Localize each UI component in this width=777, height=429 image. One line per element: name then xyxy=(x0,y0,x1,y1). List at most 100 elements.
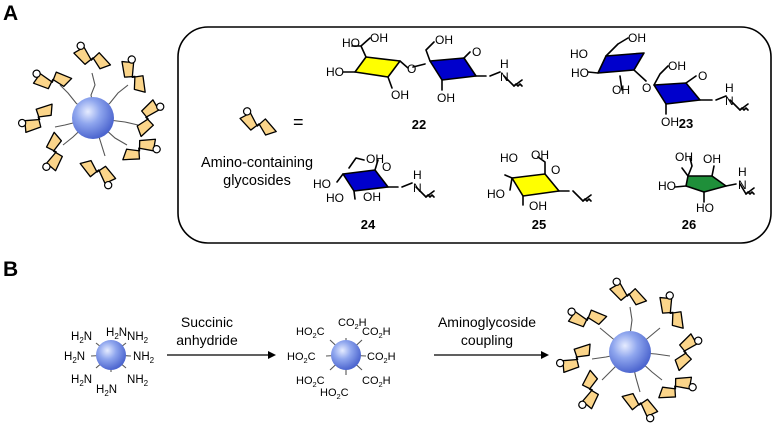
svg-text:NH2: NH2 xyxy=(133,351,155,365)
svg-text:OH: OH xyxy=(370,31,388,45)
svg-text:O: O xyxy=(698,69,707,83)
svg-text:N: N xyxy=(500,70,509,84)
svg-text:HO: HO xyxy=(571,66,589,80)
svg-text:HO: HO xyxy=(326,191,344,205)
glycoside-icon xyxy=(29,130,74,177)
svg-text:HO: HO xyxy=(313,177,331,191)
svg-text:OH: OH xyxy=(437,91,455,105)
svg-text:H: H xyxy=(500,57,509,71)
svg-text:O: O xyxy=(551,163,560,177)
glycoside-icon xyxy=(79,157,118,192)
svg-text:OH: OH xyxy=(531,148,549,162)
decorated-nanoparticle-a xyxy=(15,37,169,192)
nanoparticle xyxy=(331,340,361,370)
glycoside-legend: = Amino-containing glycosides xyxy=(201,103,313,189)
compound-label-22: 22 xyxy=(412,117,426,132)
svg-text:OH: OH xyxy=(363,190,381,204)
decorated-nanoparticle-b xyxy=(553,273,707,425)
equals-sign: = xyxy=(293,112,304,132)
svg-text:N: N xyxy=(413,181,422,195)
svg-text:H2N: H2N xyxy=(71,331,92,345)
glycoside-icon xyxy=(621,390,660,425)
amine-nanoparticle: H2N H2N NH2 H2N NH2 H2N NH2 H2N xyxy=(64,327,155,398)
svg-text:CO2H: CO2H xyxy=(367,351,396,365)
svg-text:HO2C: HO2C xyxy=(296,326,325,340)
svg-text:H2N: H2N xyxy=(106,327,127,341)
carboxyl-nanoparticle: CO2H HO2C CO2H HO2C CO2H HO2C CO2H HO2C xyxy=(287,317,396,401)
svg-text:OH: OH xyxy=(661,115,679,129)
svg-text:CO2H: CO2H xyxy=(338,317,367,331)
svg-text:N: N xyxy=(738,178,747,192)
glycoside-icon xyxy=(562,293,609,339)
svg-text:CO2H: CO2H xyxy=(362,375,391,389)
compound-label-25: 25 xyxy=(532,217,546,232)
compound-25: HO OH HO OH O 25 xyxy=(487,148,592,232)
step1-label-line2: anhydride xyxy=(176,332,238,348)
panel-b-letter: B xyxy=(3,258,18,281)
step2-label-line2: coupling xyxy=(461,332,513,348)
svg-text:O: O xyxy=(407,62,416,76)
svg-text:HO2C: HO2C xyxy=(320,387,349,401)
step1-label-line1: Succinic xyxy=(181,314,233,330)
glycoside-icon xyxy=(656,366,701,413)
glycoside-icon xyxy=(607,273,648,310)
compound-22: HO OH HO OH O OH O OH H N 22 xyxy=(326,31,523,132)
svg-text:H: H xyxy=(725,81,734,95)
svg-text:OH: OH xyxy=(668,59,686,73)
svg-text:OH: OH xyxy=(529,199,547,213)
svg-text:H2N: H2N xyxy=(71,374,92,388)
compound-label-26: 26 xyxy=(682,217,696,232)
nanoparticle xyxy=(96,340,126,370)
svg-text:O: O xyxy=(382,160,391,174)
svg-text:HO: HO xyxy=(570,47,588,61)
reaction-arrow-2: Aminoglycoside coupling xyxy=(434,314,549,359)
svg-text:O: O xyxy=(642,81,651,95)
svg-text:OH: OH xyxy=(391,88,409,102)
compound-label-23: 23 xyxy=(679,116,693,131)
svg-text:HO2C: HO2C xyxy=(296,375,325,389)
svg-text:HO: HO xyxy=(326,65,344,79)
svg-text:OH: OH xyxy=(366,152,384,166)
step2-label-line1: Aminoglycoside xyxy=(438,314,536,330)
svg-text:H2N: H2N xyxy=(96,384,117,398)
glycoside-icon xyxy=(112,52,158,95)
svg-text:OH: OH xyxy=(703,152,721,166)
svg-text:NH2: NH2 xyxy=(127,331,149,345)
svg-text:H: H xyxy=(413,168,422,182)
glycoside-icon xyxy=(553,336,593,379)
glycoside-icon xyxy=(132,97,169,138)
svg-text:O: O xyxy=(472,45,481,59)
nanoparticle xyxy=(72,97,114,139)
svg-text:H: H xyxy=(738,165,747,179)
svg-text:OH: OH xyxy=(612,83,630,97)
svg-text:N: N xyxy=(725,94,734,108)
glycoside-icon xyxy=(15,96,55,139)
svg-text:OH: OH xyxy=(675,150,693,164)
nanoparticle xyxy=(609,331,651,373)
svg-text:HO: HO xyxy=(500,151,518,165)
legend-text-line2: glycosides xyxy=(223,173,291,189)
legend-text-line1: Amino-containing xyxy=(201,155,313,171)
svg-text:HO: HO xyxy=(658,179,676,193)
svg-text:H2N: H2N xyxy=(64,351,85,365)
panel-a-letter: A xyxy=(3,2,18,25)
svg-text:HO: HO xyxy=(487,187,505,201)
glycoside-icon xyxy=(71,37,112,74)
compound-label-24: 24 xyxy=(361,217,376,232)
glycoside-icon xyxy=(27,55,74,101)
glycoside-structures-box xyxy=(177,26,772,244)
compound-26: OH OH HO HO H N 26 xyxy=(658,150,755,232)
svg-text:HO: HO xyxy=(696,201,714,215)
svg-text:HO2C: HO2C xyxy=(287,351,316,365)
compound-23: OH HO HO OH O OH O OH H N 23 xyxy=(570,31,749,131)
compound-24: OH HO HO OH O H N 24 xyxy=(313,152,435,232)
svg-text:OH: OH xyxy=(628,31,646,45)
glycoside-icon xyxy=(565,368,610,415)
svg-text:CO2H: CO2H xyxy=(362,326,391,340)
svg-text:NH2: NH2 xyxy=(127,374,149,388)
glycoside-icon xyxy=(670,331,707,372)
reaction-arrow-1: Succinic anhydride xyxy=(167,314,276,359)
glycoside-icon xyxy=(650,288,696,331)
svg-text:OH: OH xyxy=(435,33,453,47)
